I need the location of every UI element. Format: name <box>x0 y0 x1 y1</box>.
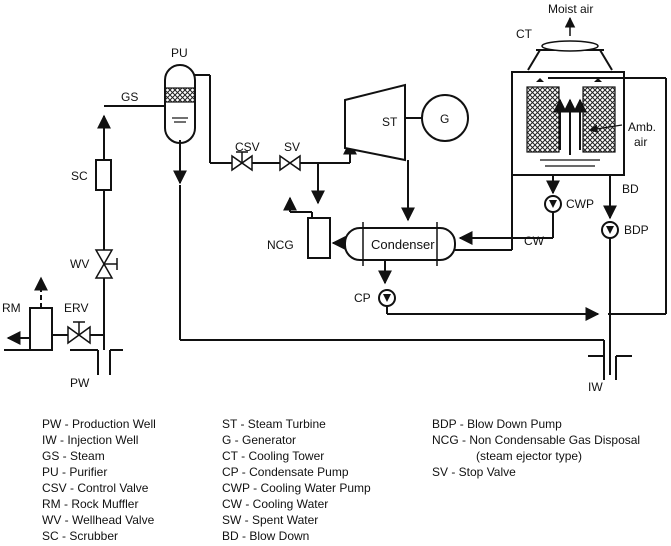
label-csv: CSV <box>235 140 260 154</box>
label-wv: WV <box>70 257 89 271</box>
label-bd: BD <box>622 182 639 196</box>
legend-item: (steam ejector type) <box>476 449 582 463</box>
legend-item: WV - Wellhead Valve <box>42 513 155 527</box>
ncg-ejector <box>307 217 331 259</box>
steam-turbine <box>344 83 406 162</box>
label-pu: PU <box>171 46 188 60</box>
label-cw: CW <box>524 234 545 248</box>
turbine-steam-line <box>195 74 357 172</box>
production-well <box>70 349 123 375</box>
label-amb-air-1: Amb. <box>628 120 656 134</box>
legend-item: RM - Rock Muffler <box>42 497 138 511</box>
legend-item: CWP - Cooling Water Pump <box>222 481 371 495</box>
legend-item: PU - Purifier <box>42 465 107 479</box>
legend-item: CP - Condensate Pump <box>222 465 349 479</box>
generator <box>421 94 469 142</box>
label-cp: CP <box>354 291 371 305</box>
label-pw: PW <box>70 376 90 390</box>
legend-item: GS - Steam <box>42 449 105 463</box>
condenser <box>344 222 456 266</box>
purifier <box>164 64 196 144</box>
erv-branch <box>52 321 104 345</box>
legend-item: G - Generator <box>222 433 296 447</box>
label-amb-air-2: air <box>634 135 647 149</box>
label-sc: SC <box>71 169 88 183</box>
label-condenser: Condenser <box>371 237 435 252</box>
label-ct: CT <box>516 27 533 41</box>
label-erv: ERV <box>64 301 88 315</box>
legend-item: CT - Cooling Tower <box>222 449 324 463</box>
label-iw: IW <box>588 380 603 394</box>
legend-item: BD - Blow Down <box>222 529 309 543</box>
cooling-tower <box>511 49 625 176</box>
label-sv: SV <box>284 140 300 154</box>
label-rm: RM <box>2 301 21 315</box>
label-st: ST <box>382 115 398 129</box>
legend-item: SW - Spent Water <box>222 513 318 527</box>
legend-item: ST - Steam Turbine <box>222 417 326 431</box>
injection-well <box>588 340 632 380</box>
legend-item: CSV - Control Valve <box>42 481 149 495</box>
legend: PW - Production Well IW - Injection Well… <box>42 417 640 543</box>
rock-muffler <box>29 307 53 351</box>
legend-item: IW - Injection Well <box>42 433 138 447</box>
label-cwp: CWP <box>566 197 594 211</box>
steam-supply-pipe <box>97 105 165 350</box>
legend-item: SC - Scrubber <box>42 529 118 543</box>
legend-item: BDP - Blow Down Pump <box>432 417 562 431</box>
wellhead-valve <box>94 249 118 279</box>
label-ncg: NCG <box>267 238 294 252</box>
label-g: G <box>440 112 449 126</box>
scrubber <box>95 159 112 191</box>
legend-item: CW - Cooling Water <box>222 497 328 511</box>
ct-fan <box>541 40 599 52</box>
legend-item: PW - Production Well <box>42 417 156 431</box>
legend-item: NCG - Non Condensable Gas Disposal <box>432 433 640 447</box>
legend-item: SV - Stop Valve <box>432 465 516 479</box>
label-bdp: BDP <box>624 223 649 237</box>
label-moist-air: Moist air <box>548 2 593 16</box>
label-gs: GS <box>121 90 138 104</box>
